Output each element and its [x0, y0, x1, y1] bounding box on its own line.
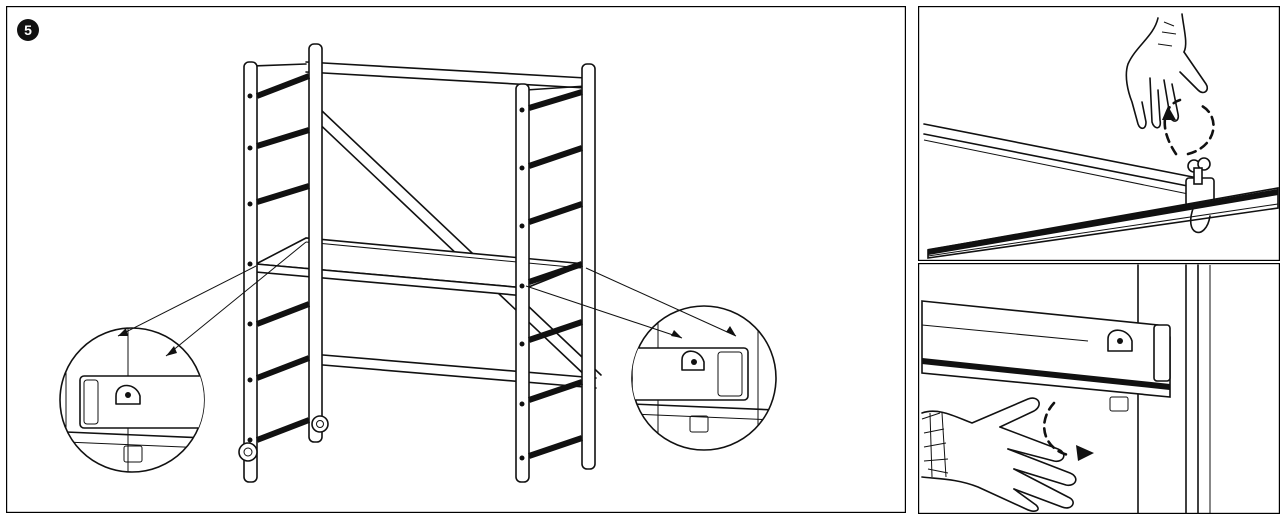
step-number: 5 [24, 22, 32, 38]
curved-dashed-arrow-icon [1042, 401, 1070, 457]
top-detail-frame [918, 6, 1280, 261]
platform-beam [921, 300, 1171, 412]
lower-guard-rail [310, 353, 597, 389]
left-front-wheel [238, 442, 258, 462]
unlock-detail-diagram [918, 6, 1280, 261]
left-rear-wheel [311, 415, 329, 433]
right-detail-callout-lines [525, 267, 737, 339]
left-detail-callout-lines [117, 241, 307, 357]
curved-dashed-arrow-icon [1163, 98, 1182, 156]
hand-icon [921, 397, 1077, 512]
top-guard-rail [250, 61, 587, 91]
hand-icon [1125, 13, 1209, 130]
main-illustration-panel: 5 [6, 6, 906, 513]
platform-edge [927, 187, 1279, 259]
right-hook-detail-magnifier [631, 305, 777, 451]
arrow-head-right [1076, 445, 1094, 461]
bottom-detail-frame [918, 263, 1280, 514]
left-ladder-frame [238, 43, 329, 483]
scaffold-diagram: 5 [6, 6, 906, 513]
detail-panel-lock [918, 263, 1280, 514]
lock-detail-diagram [918, 263, 1280, 514]
detail-panel-unlock [918, 6, 1280, 261]
main-panel-frame [6, 6, 906, 513]
platform-deck [253, 237, 587, 297]
locking-pin [1187, 157, 1211, 234]
left-hook-detail-magnifier [59, 327, 205, 473]
horizontal-rail [923, 123, 1215, 207]
step-number-badge: 5 [17, 19, 39, 41]
right-ladder-frame [515, 63, 596, 483]
